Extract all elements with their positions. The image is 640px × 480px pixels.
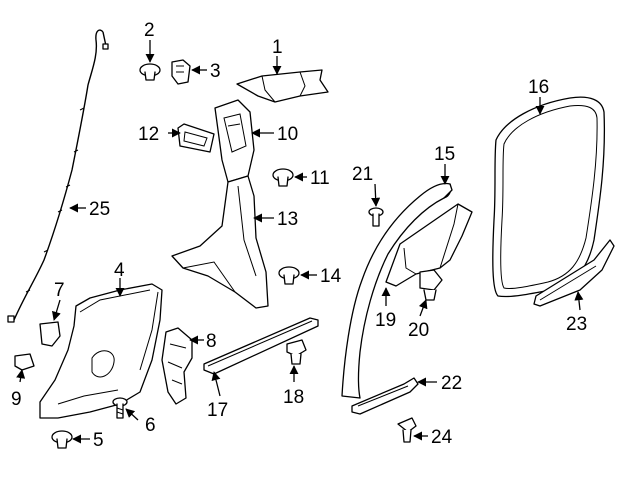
part-22-sill-plate xyxy=(351,377,419,415)
callout-9: 9 xyxy=(11,389,22,410)
part-6-screw xyxy=(112,397,128,419)
callout-23: 23 xyxy=(566,314,587,335)
callout-17: 17 xyxy=(207,400,228,421)
part-10-upper-pillar-trim xyxy=(214,99,255,183)
callout-4: 4 xyxy=(114,260,125,281)
part-13-lower-pillar-trim xyxy=(171,175,269,309)
callout-5: 5 xyxy=(93,430,104,451)
callout-22: 22 xyxy=(441,373,462,394)
callout-10: 10 xyxy=(277,124,298,145)
part-8-bracket xyxy=(161,327,193,405)
part-24-clip xyxy=(397,417,417,443)
callout-3: 3 xyxy=(210,61,221,82)
leader-17 xyxy=(211,371,221,397)
callout-15: 15 xyxy=(434,144,455,165)
callout-16: 16 xyxy=(528,77,549,98)
part-23-scuff-strip xyxy=(533,239,615,307)
callout-13: 13 xyxy=(277,209,298,230)
callout-18: 18 xyxy=(283,387,304,408)
callout-21: 21 xyxy=(352,164,373,185)
callout-labels: 1 2 3 4 5 6 7 8 9 10 11 12 13 14 15 16 1… xyxy=(11,20,587,451)
leader-9 xyxy=(16,369,26,383)
leader-lines xyxy=(16,40,584,444)
part-11-clip xyxy=(272,168,294,187)
leader-6 xyxy=(125,408,139,421)
callout-8: 8 xyxy=(206,331,217,352)
part-17-sill-strip xyxy=(203,317,319,375)
leader-23 xyxy=(574,291,584,311)
part-3-clip xyxy=(171,59,191,85)
part-25-wiring-harness xyxy=(7,29,109,323)
leader-7 xyxy=(51,299,61,321)
part-16-weatherstrip xyxy=(492,96,606,298)
callout-7: 7 xyxy=(54,280,65,301)
callout-14: 14 xyxy=(320,266,342,287)
part-21-screw xyxy=(368,207,384,227)
part-12-insert xyxy=(177,123,215,153)
callout-24: 24 xyxy=(431,427,453,448)
callout-25: 25 xyxy=(89,199,110,220)
part-4-lower-side-panel xyxy=(39,283,163,419)
part-9-clip xyxy=(14,353,35,371)
leader-21 xyxy=(371,183,381,207)
part-5-clip xyxy=(51,430,73,449)
part-20-clip xyxy=(419,269,443,301)
callout-19: 19 xyxy=(375,310,396,331)
callout-20: 20 xyxy=(408,320,429,341)
leader-20 xyxy=(418,299,428,317)
part-2-clip xyxy=(139,63,161,81)
part-1-upper-trim xyxy=(236,69,329,103)
part-7-clip xyxy=(39,321,61,347)
part-15-door-frame-trim xyxy=(341,182,473,399)
callout-11: 11 xyxy=(310,168,330,189)
part-14-clip xyxy=(278,266,300,285)
callout-6: 6 xyxy=(145,415,156,436)
part-18-grommet xyxy=(286,339,307,365)
callout-12: 12 xyxy=(138,124,159,145)
callout-1: 1 xyxy=(272,37,283,58)
callout-2: 2 xyxy=(144,20,155,41)
